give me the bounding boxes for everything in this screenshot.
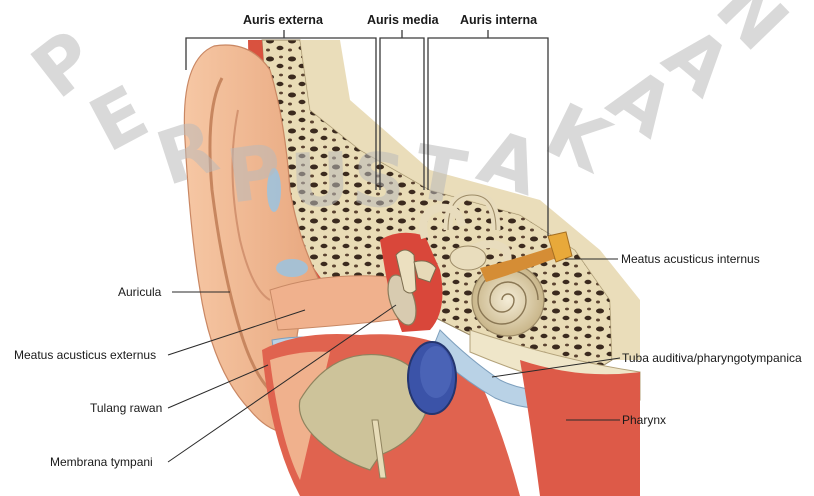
watermark: P E R P U S T A K A A N (16, 0, 804, 226)
header-auris-media: Auris media (367, 13, 440, 27)
label-tulang-rawan: Tulang rawan (90, 401, 162, 415)
pharynx-shape (520, 360, 640, 496)
header-auris-interna: Auris interna (460, 13, 538, 27)
watermark-letter-5: U (288, 137, 351, 225)
label-meatus-acusticus-externus: Meatus acusticus externus (14, 348, 156, 362)
label-membrana-tympani: Membrana tympani (50, 455, 153, 469)
watermark-letter-6: S (349, 137, 408, 227)
label-auricula: Auricula (118, 285, 162, 299)
label-pharynx: Pharynx (622, 413, 666, 427)
header-auris-externa: Auris externa (243, 13, 324, 27)
label-meatus-acusticus-internus: Meatus acusticus internus (621, 252, 760, 266)
label-tuba-auditiva: Tuba auditiva/pharyngotympanica (622, 351, 802, 365)
